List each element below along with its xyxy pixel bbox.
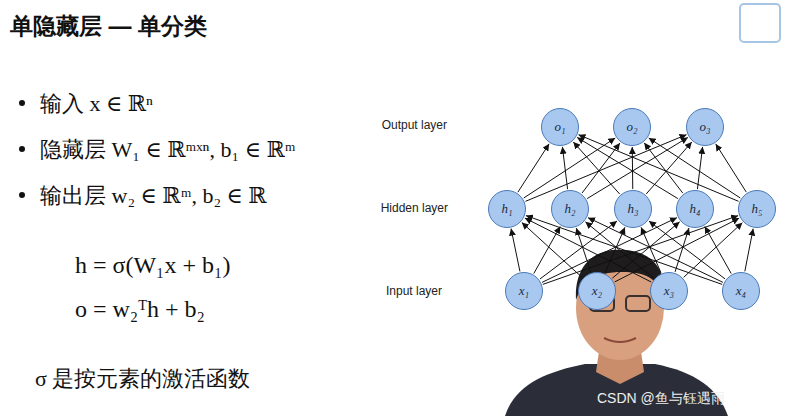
- connection-arrow: [511, 229, 520, 272]
- neuron-circle: x₄: [722, 272, 760, 310]
- bullet-dot: [19, 146, 25, 152]
- bullet-text: 隐藏层 W₁ ∈ ℝᵐˣⁿ, b₁ ∈ ℝᵐ: [40, 135, 296, 165]
- bullet-dot: [19, 192, 25, 198]
- connection-arrow: [644, 143, 683, 193]
- neuron-label: h₁: [501, 201, 512, 217]
- neuron-circle: x₃: [650, 272, 688, 310]
- bullet-text: 输入 x ∈ ℝⁿ: [40, 89, 153, 119]
- connection-arrow: [646, 142, 692, 194]
- connection-arrow: [522, 222, 582, 277]
- neuron-circle: o₂: [613, 108, 651, 146]
- neuron-label: o₂: [626, 119, 637, 135]
- connection-arrow: [641, 227, 661, 272]
- neuron-circle: h₅: [738, 190, 776, 228]
- bullet-text: 输出层 w₂ ∈ ℝᵐ, b₂ ∈ ℝ: [40, 181, 267, 211]
- neuron-label: x₂: [592, 283, 602, 299]
- connection-arrow: [525, 135, 686, 202]
- connection-arrow: [612, 222, 679, 278]
- neuron-circle: h₃: [614, 190, 652, 228]
- connection-arrow: [585, 222, 653, 278]
- note-text: σ 是按元素的激活函数: [35, 364, 250, 394]
- bullet-dot: [19, 100, 25, 106]
- layer-name: Output layer: [382, 118, 447, 132]
- neuron-circle: o₁: [541, 108, 579, 146]
- neuron-label: h₅: [751, 201, 762, 217]
- connection-arrow: [588, 218, 723, 283]
- connection-arrow: [632, 147, 634, 189]
- neuron-circle: h₁: [488, 190, 526, 228]
- layer-name: Hidden layer: [381, 201, 448, 215]
- connection-arrow: [577, 137, 678, 198]
- equation: o = w₂ᵀh + b₂: [75, 296, 205, 323]
- connection-arrow: [716, 144, 747, 192]
- neuron-label: x₃: [664, 283, 674, 299]
- neuron-label: o₁: [554, 119, 565, 135]
- slide-title: 单隐藏层 — 单分类: [10, 11, 207, 42]
- neuron-circle: o₃: [686, 108, 724, 146]
- connection-arrow: [705, 226, 731, 273]
- neuron-label: h₂: [564, 201, 575, 217]
- watermark: CSDN @鱼与钰遇雨: [597, 390, 725, 408]
- connection-arrow: [745, 229, 753, 272]
- connection-arrow: [562, 147, 567, 189]
- equation: h = σ(W₁x + b₁): [75, 252, 230, 279]
- neuron-circle: x₁: [505, 272, 543, 310]
- neuron-circle: h₄: [676, 190, 714, 228]
- corner-logo: [740, 4, 780, 42]
- neuron-label: x₁: [519, 283, 529, 299]
- presenter-glasses: [626, 296, 650, 311]
- neuron-circle: x₂: [578, 272, 616, 310]
- neuron-label: h₄: [689, 201, 700, 217]
- connection-arrow: [573, 142, 619, 194]
- connection-arrow: [649, 221, 725, 279]
- layer-name: Input layer: [386, 284, 442, 298]
- neuron-circle: h₂: [551, 190, 589, 228]
- neuron-label: h₃: [627, 201, 638, 217]
- neuron-label: o₃: [699, 119, 710, 135]
- connection-arrow: [697, 147, 702, 189]
- presenter-mouth: [604, 338, 636, 342]
- neuron-label: x₄: [736, 283, 746, 299]
- connection-arrow: [587, 137, 688, 198]
- connection-arrow: [582, 143, 620, 193]
